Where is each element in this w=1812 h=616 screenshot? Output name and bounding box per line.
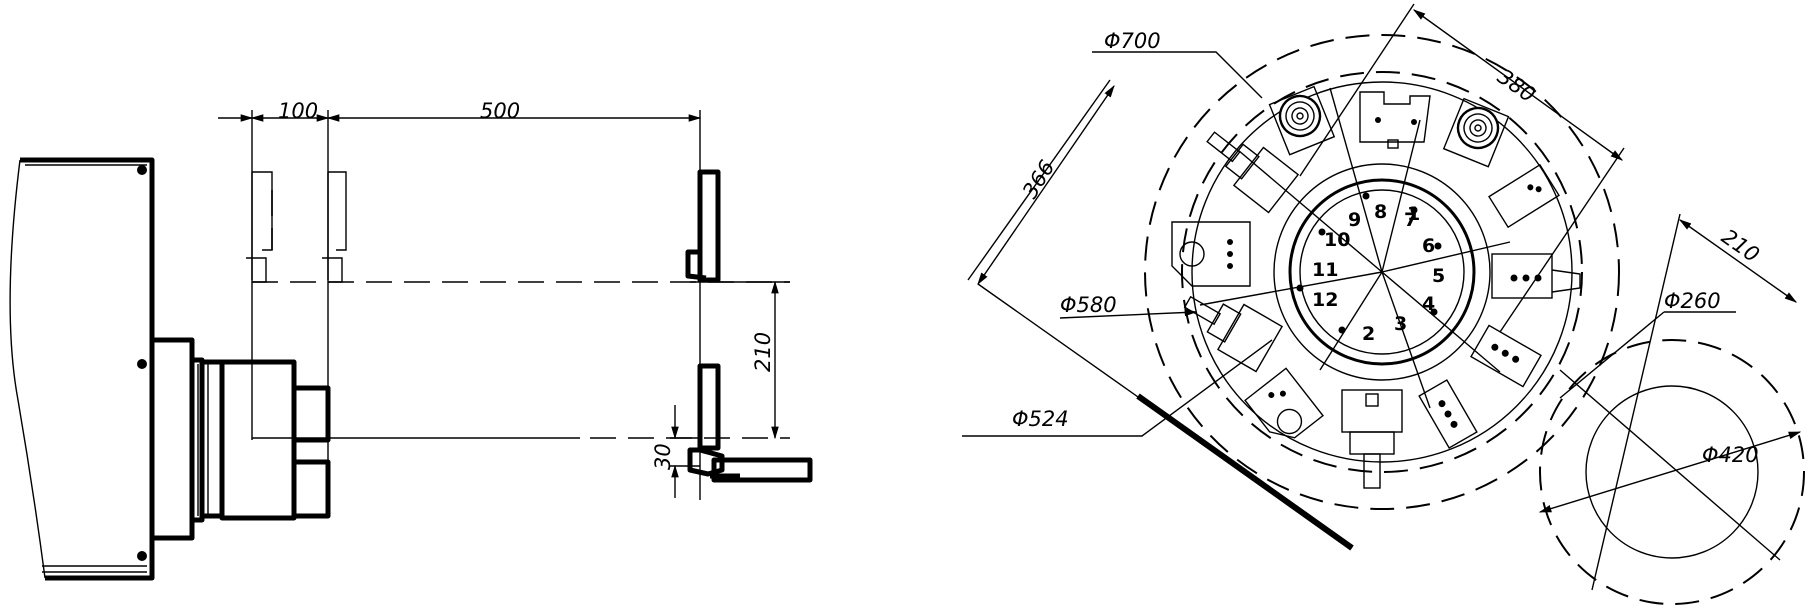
dim-30: 30 <box>651 443 675 470</box>
station-numbers: 1 2 3 4 5 6 7 8 9 10 11 12 <box>1312 201 1445 345</box>
station-11: 11 <box>1312 259 1338 281</box>
station-6: 6 <box>1422 235 1435 257</box>
dim-phi580: Φ580 <box>1060 293 1117 317</box>
turret-disc <box>1288 178 1476 366</box>
jaw-assembly <box>685 169 813 483</box>
station-2: 2 <box>1362 323 1375 345</box>
dim-phi420: Φ420 <box>1702 443 1759 467</box>
station-9: 9 <box>1348 209 1361 231</box>
turret-view: 1 2 3 4 5 6 7 8 9 10 11 12 <box>962 3 1805 605</box>
station-10: 10 <box>1324 229 1350 251</box>
station-7: 7 <box>1404 209 1417 231</box>
dim-100: 100 <box>278 99 318 123</box>
dim-380: 380 <box>1493 64 1540 107</box>
tool-blocks <box>1171 85 1581 489</box>
dim-500: 500 <box>480 99 520 123</box>
circle-700 <box>1144 34 1620 510</box>
dim-210: 210 <box>751 332 775 372</box>
station-8: 8 <box>1374 201 1387 223</box>
station-3: 3 <box>1394 313 1407 335</box>
dim-366: 366 <box>1018 156 1060 203</box>
dim-phi260: Φ260 <box>1664 289 1721 313</box>
dim-210-turret: 210 <box>1717 224 1764 267</box>
station-12: 12 <box>1312 289 1338 311</box>
station-5: 5 <box>1432 265 1445 287</box>
side-view: 100 500 210 30 <box>9 99 813 581</box>
turret-housing <box>149 337 331 541</box>
machine-body <box>9 157 155 581</box>
dim-phi700: Φ700 <box>1104 29 1161 53</box>
dim-phi524: Φ524 <box>1012 407 1069 431</box>
tool-holders-dashed <box>246 171 347 283</box>
